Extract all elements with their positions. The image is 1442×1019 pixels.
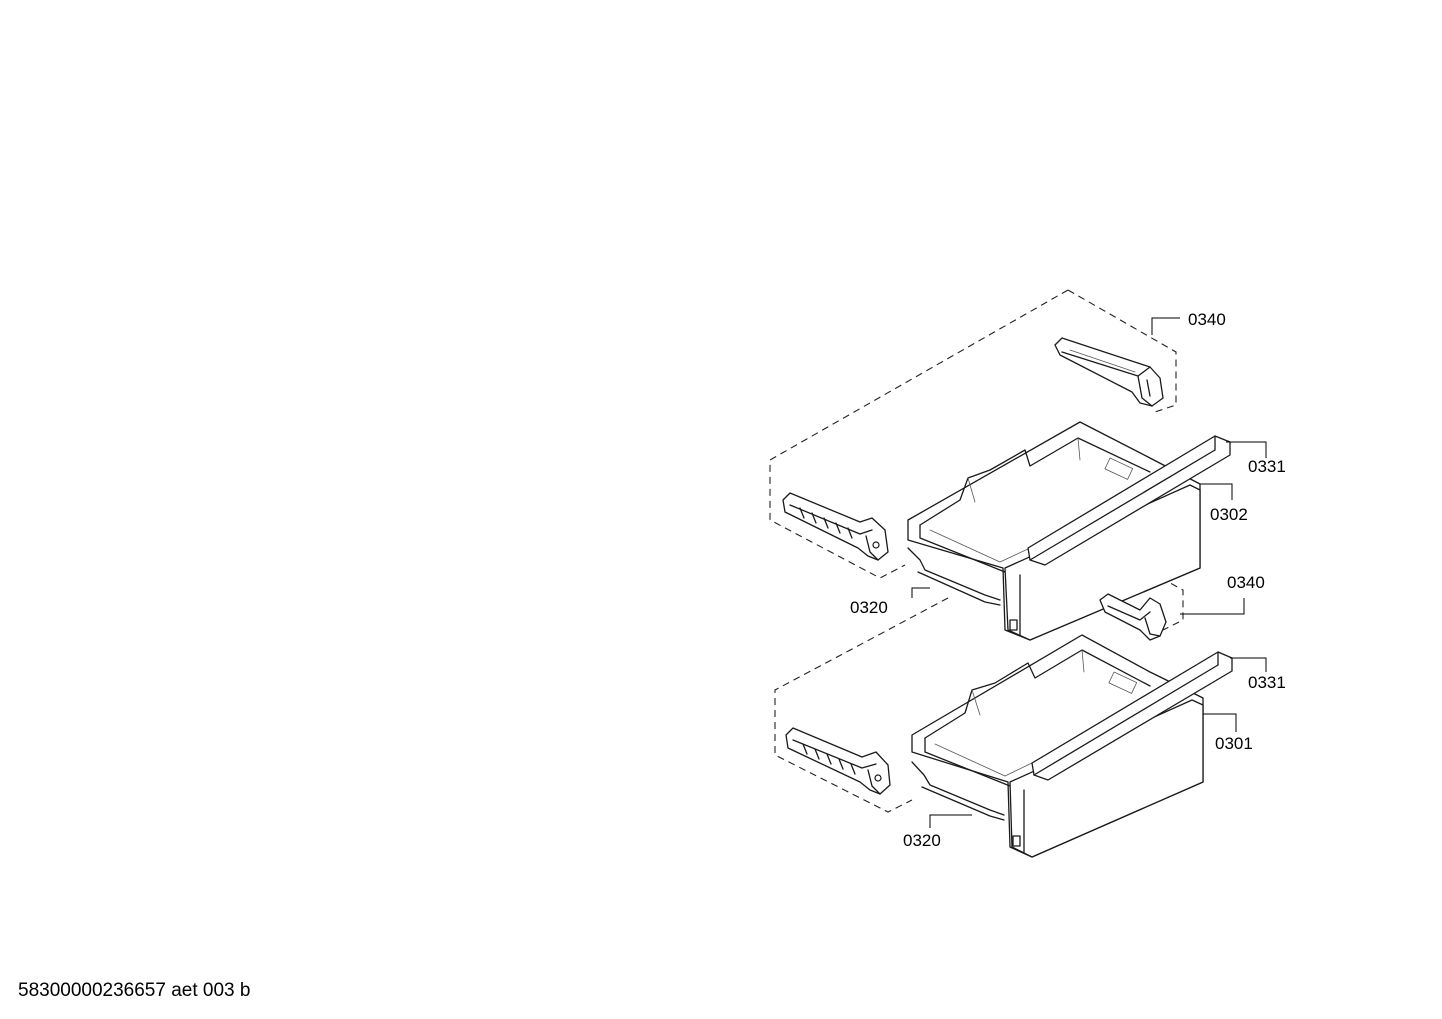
leader-0331-lower [1230, 657, 1267, 672]
leader-0320-upper [911, 587, 930, 598]
leader-0320-lower [929, 814, 972, 828]
callout-0331-lower: 0331 [1248, 673, 1286, 692]
callout-0340-middle: 0340 [1227, 573, 1265, 592]
cover-strip-lower [1031, 651, 1233, 781]
guide-rail-middle-right [1099, 593, 1167, 641]
slide-upper-left [782, 492, 889, 561]
leader-0301 [1203, 713, 1237, 732]
leader-0331-upper [1226, 441, 1267, 458]
callout-0320-upper: 0320 [850, 598, 888, 617]
slide-lower-left [785, 727, 891, 795]
cover-strip-upper [1027, 435, 1231, 566]
assembly-outline-upper-left [769, 289, 1069, 579]
assembly-outline-upper [1067, 289, 1177, 413]
callout-0302: 0302 [1210, 505, 1248, 524]
document-code: 58300000236657 aet 003 b [18, 980, 251, 1001]
drawer-lower [911, 634, 1204, 858]
callout-0331-upper: 0331 [1248, 457, 1286, 476]
callout-0301: 0301 [1215, 734, 1253, 753]
callout-0320-lower: 0320 [903, 831, 941, 850]
leader-0340-top [1151, 317, 1180, 335]
leader-0340-middle [1180, 598, 1245, 615]
callout-0340-top: 0340 [1188, 310, 1226, 329]
assembly-outline-lower-left [774, 597, 949, 813]
drawer-upper [907, 421, 1201, 641]
leader-0302 [1200, 483, 1233, 500]
guide-rail-top-right [1054, 337, 1164, 407]
